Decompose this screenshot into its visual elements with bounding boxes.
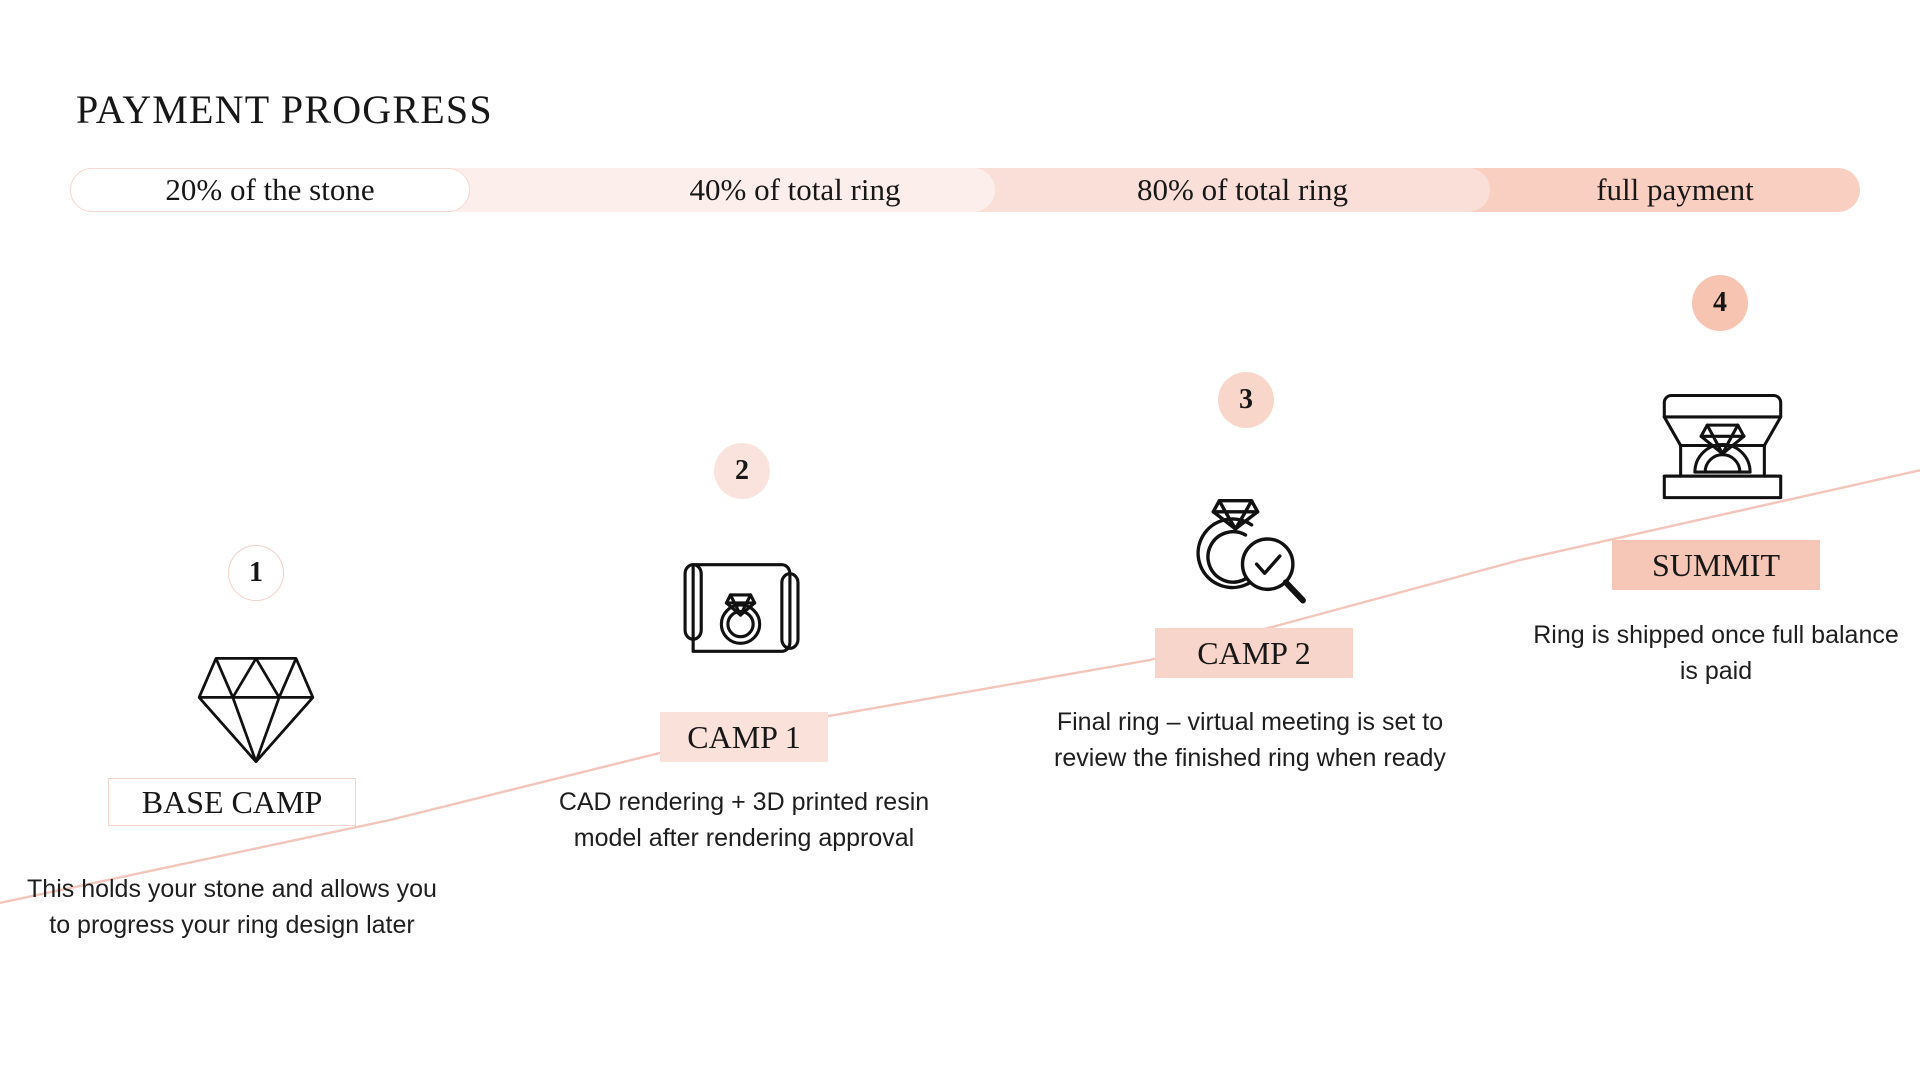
stage-number-badge-4: 4 [1692,275,1748,331]
payment-progress-bar: full payment 80% of total ring 40% of to… [70,168,1860,212]
camp-label-text: CAMP 2 [1197,634,1311,671]
camp-label-text: BASE CAMP [141,783,323,820]
camp-label-camp-2[interactable]: CAMP 2 [1155,628,1353,678]
stage-number: 4 [1713,287,1727,318]
stage-description-camp-2: Final ring – virtual meeting is set to r… [1054,708,1446,772]
camp-label-text: CAMP 1 [687,718,801,755]
diamond-icon [192,650,320,768]
ring-magnifier-check-icon [1175,478,1310,606]
camp-label-base-camp[interactable]: BASE CAMP [108,778,356,826]
stage-description-camp-1: CAD rendering + 3D printed resin model a… [558,788,930,852]
camp-label-summit[interactable]: SUMMIT [1612,540,1820,590]
progress-segment-20-percent[interactable]: 20% of the stone [70,168,470,212]
ring-box-icon [1650,382,1795,507]
progress-segment-label: 20% of the stone [165,172,375,207]
progress-segment-label: 40% of total ring [689,172,901,207]
progress-segment-label: full payment [1596,172,1754,207]
stage-number-badge-1: 1 [228,545,284,601]
blueprint-ring-icon [675,552,800,664]
stage-number: 2 [735,455,749,486]
page-title: PAYMENT PROGRESS [76,87,493,132]
stage-description-summit: Ring is shipped once full balance is pai… [1533,621,1899,685]
stage-number-badge-2: 2 [714,443,770,499]
stage-number: 3 [1239,384,1253,415]
progress-segment-label: 80% of total ring [1137,172,1348,207]
stage-description-base-camp: This holds your stone and allows you to … [27,875,437,939]
stage-number: 1 [249,557,263,588]
camp-label-text: SUMMIT [1651,546,1780,583]
stage-number-badge-3: 3 [1218,372,1274,428]
camp-label-camp-1[interactable]: CAMP 1 [660,712,828,762]
